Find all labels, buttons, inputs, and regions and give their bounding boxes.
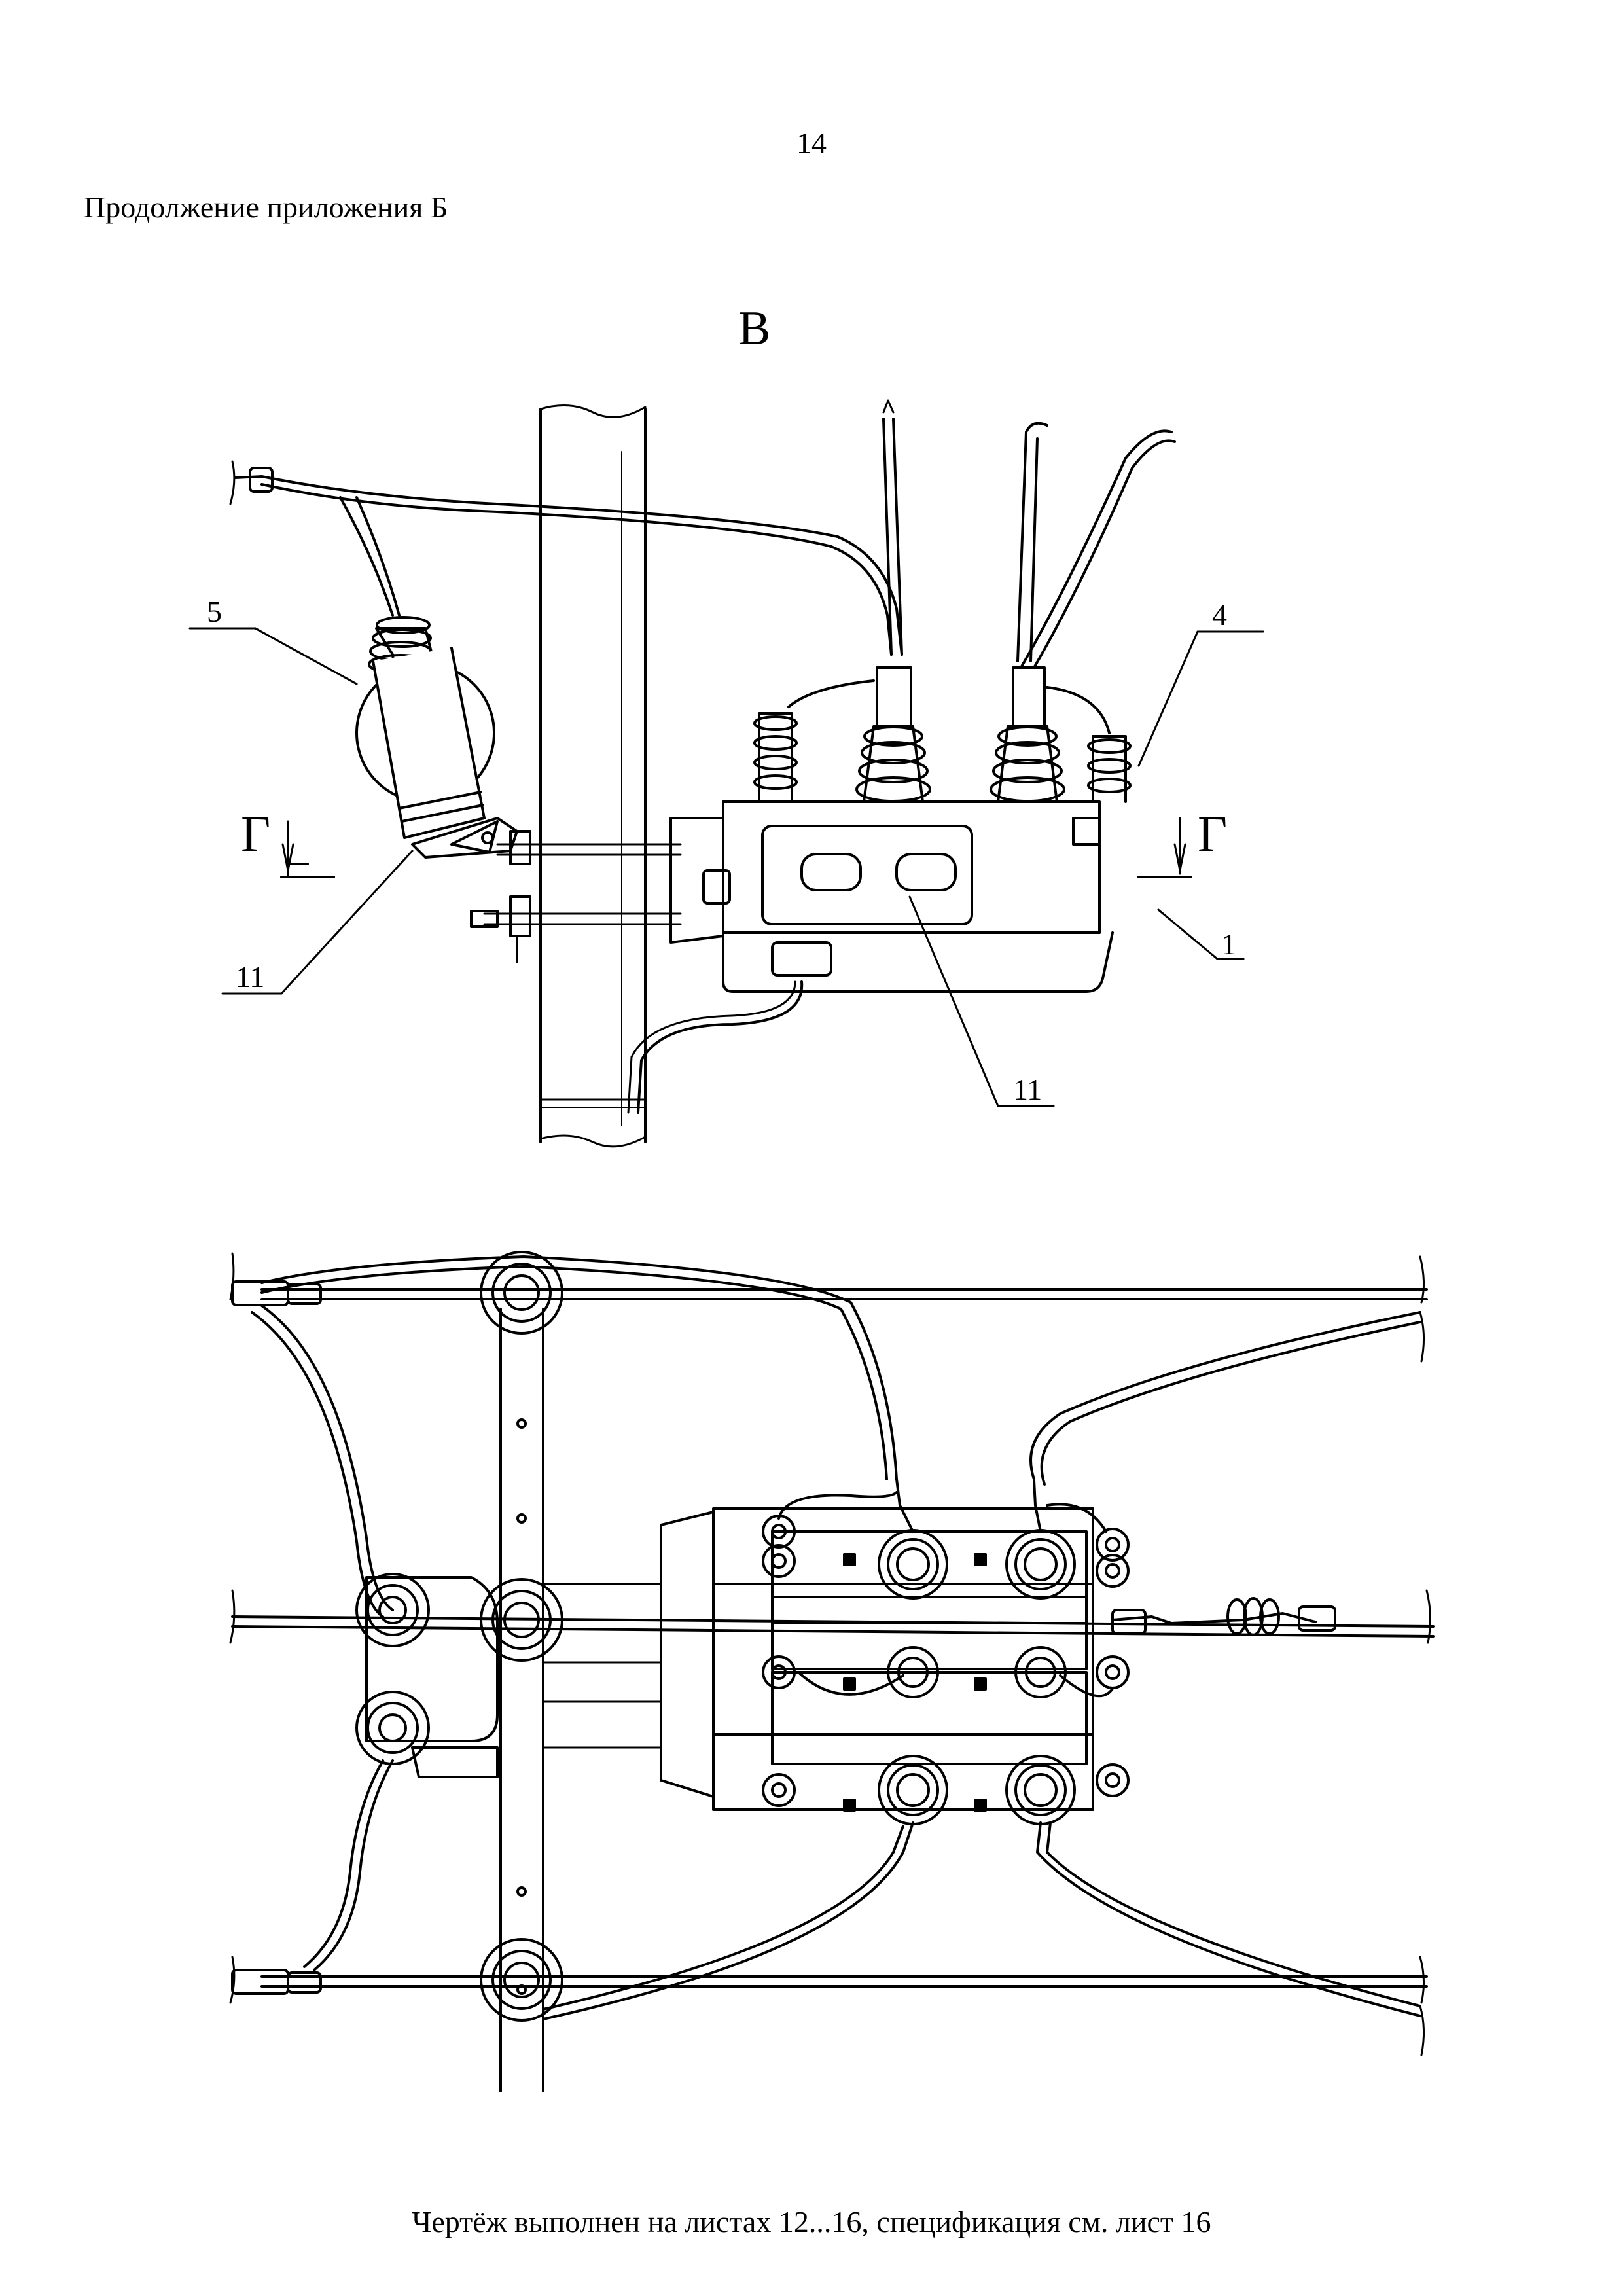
view-letter: В <box>738 302 771 355</box>
line-bottom <box>229 1759 1428 2056</box>
footer-note: Чертёж выполнен на листах 12...16, специ… <box>412 2205 1211 2238</box>
line-middle <box>229 1573 1435 1778</box>
view-v-drawing: 5 4 1 11 11 Г Г <box>188 399 1264 1148</box>
pole <box>539 404 647 1148</box>
section-marks <box>280 817 1192 878</box>
small-arresters-plan <box>762 1491 1130 1807</box>
leader-lines <box>188 627 1264 1107</box>
callout-11-left: 11 <box>236 960 264 994</box>
plan-view-drawing <box>229 1251 1435 2092</box>
appendix-continuation-heading: Продолжение приложения Б <box>84 190 448 224</box>
recloser-body-1 <box>627 800 1114 1114</box>
callout-11-center: 11 <box>1013 1073 1042 1106</box>
callout-1: 1 <box>1221 927 1236 961</box>
wire-top-left <box>229 460 903 656</box>
mounting-bracket <box>470 830 682 963</box>
line-top <box>229 1251 1428 1618</box>
small-arresters <box>753 712 1132 803</box>
wires-top-right <box>787 399 1176 734</box>
section-label-left: Г <box>241 805 270 862</box>
recloser-plan-body <box>542 1507 1094 1812</box>
bushings-plan <box>542 1478 1421 2020</box>
surge-arrester-5 <box>339 496 518 859</box>
bushings-top <box>855 666 1065 803</box>
page-number: 14 <box>796 126 827 160</box>
section-label-right: Г <box>1198 805 1227 862</box>
callout-4: 4 <box>1212 598 1227 632</box>
callout-5: 5 <box>207 595 222 628</box>
